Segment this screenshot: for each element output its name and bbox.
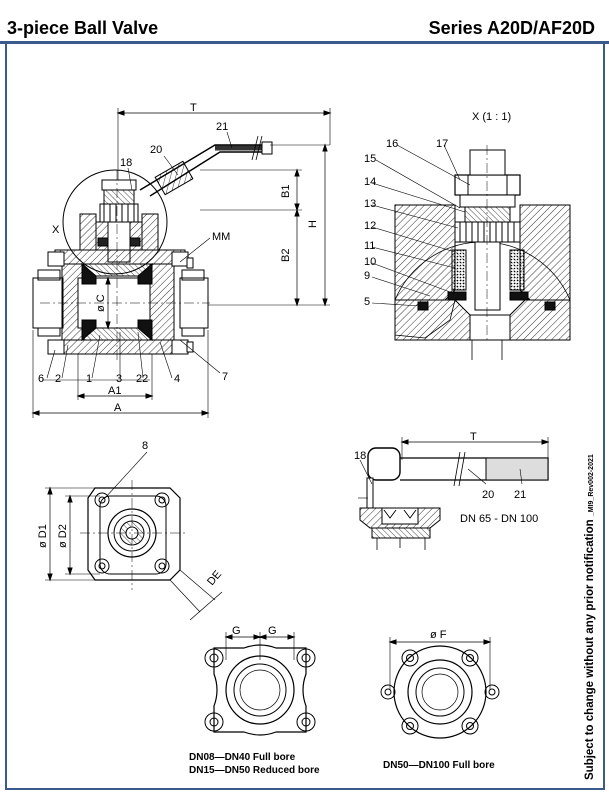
- detail-view-x: [371, 144, 571, 360]
- drawing-frame: [5, 44, 605, 790]
- part-8: 8: [142, 440, 148, 452]
- series-title: Series A20D/AF20D: [428, 18, 595, 38]
- caption-reduced-bore: DN15—DN50 Reduced bore: [189, 765, 320, 776]
- caption-full-bore-large: DN50—DN100 Full bore: [383, 760, 495, 771]
- part-21-handle: 21: [514, 489, 526, 501]
- part-14: 14: [364, 176, 376, 188]
- page-header: 3-piece Ball Valve Series A20D/AF20D: [0, 0, 609, 44]
- part-21-main: 21: [216, 121, 228, 133]
- part-16: 16: [386, 138, 398, 150]
- dim-d2: ø D2: [57, 524, 69, 548]
- handle-caption: DN 65 - DN 100: [460, 513, 538, 525]
- round-flange-view: [380, 637, 500, 739]
- dim-b1: B1: [280, 185, 292, 198]
- dim-a1: A1: [108, 385, 121, 397]
- front-view: [45, 451, 223, 621]
- dim-h: H: [307, 220, 319, 228]
- part-2: 2: [55, 373, 61, 385]
- part-10: 10: [364, 256, 376, 268]
- dim-f: ø F: [430, 629, 447, 641]
- handle-view: [358, 437, 550, 550]
- dim-b2: B2: [280, 249, 292, 262]
- part-11: 11: [364, 240, 375, 252]
- part-22: 22: [136, 373, 148, 385]
- part-3: 3: [116, 373, 122, 385]
- part-1: 1: [86, 373, 92, 385]
- part-12: 12: [364, 220, 376, 232]
- dim-t-handle: T: [470, 431, 477, 443]
- part-9: 9: [364, 270, 370, 282]
- square-flange-view: [204, 632, 316, 736]
- part-17: 17: [436, 138, 448, 150]
- label-mm: MM: [212, 231, 230, 243]
- label-detail-x: X: [52, 224, 60, 236]
- main-section-view: [31, 108, 332, 418]
- dim-de: DE: [205, 569, 224, 588]
- dim-g-right: G: [268, 625, 277, 637]
- side-notice-text: Subject to change without any prior noti…: [584, 519, 596, 780]
- dim-a: A: [114, 402, 122, 414]
- part-20-handle: 20: [482, 489, 494, 501]
- dim-g-left: G: [232, 625, 241, 637]
- detail-title: X (1 : 1): [472, 111, 511, 123]
- page-title: 3-piece Ball Valve: [7, 18, 159, 38]
- part-4: 4: [174, 373, 180, 385]
- part-20-main: 20: [150, 144, 162, 156]
- part-15: 15: [364, 153, 376, 165]
- part-18-main: 18: [120, 157, 132, 169]
- part-18-handle: 18: [354, 450, 366, 462]
- part-13: 13: [364, 198, 376, 210]
- side-notice: Subject to change without any prior noti…: [584, 454, 596, 780]
- part-6: 6: [38, 373, 44, 385]
- dim-t-main: T: [190, 102, 197, 114]
- caption-full-bore-small: DN08—DN40 Full bore: [189, 752, 296, 763]
- part-5: 5: [364, 296, 370, 308]
- part-7: 7: [222, 371, 228, 383]
- dim-c: ø C: [95, 294, 107, 312]
- side-notice-code: _MI9_Rev002-2021: [588, 454, 595, 517]
- dim-d1: ø D1: [37, 524, 49, 548]
